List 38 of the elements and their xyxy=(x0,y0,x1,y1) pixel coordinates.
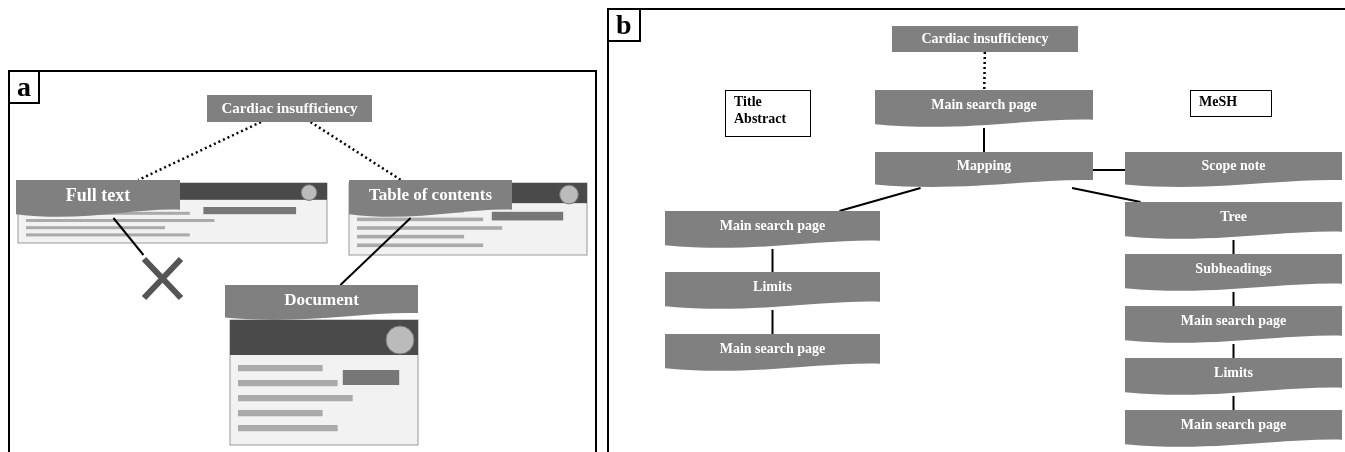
step-box: Full text xyxy=(16,180,180,218)
panel-letter: b xyxy=(607,8,641,42)
step-box: Subheadings xyxy=(1125,254,1342,292)
connector-line xyxy=(1232,343,1235,359)
cross-mark xyxy=(140,255,185,302)
connector-line xyxy=(838,187,922,212)
connector-line xyxy=(1092,169,1126,171)
step-box: Mapping xyxy=(875,152,1093,188)
panel-frame xyxy=(607,8,1345,452)
dotted-line xyxy=(309,120,402,182)
connector-line xyxy=(1232,239,1235,255)
connector-line xyxy=(339,217,412,286)
dotted-line xyxy=(137,120,262,182)
dotted-line xyxy=(983,52,987,90)
step-box: Table of contents xyxy=(349,180,512,218)
panel-frame xyxy=(8,70,597,452)
step-box: Main search page xyxy=(1125,306,1342,344)
connector-line xyxy=(1071,187,1142,203)
text-box: MeSH xyxy=(1190,90,1272,117)
connector-line xyxy=(1232,291,1235,307)
connector-line xyxy=(112,217,145,256)
step-box: Limits xyxy=(1125,358,1342,396)
step-box: Main search page xyxy=(665,334,880,372)
step-box: Cardiac insufficiency xyxy=(207,95,372,122)
connector-line xyxy=(771,248,774,273)
step-box: Main search page xyxy=(665,211,880,249)
step-box: Document xyxy=(225,285,418,321)
step-box: Scope note xyxy=(1125,152,1342,188)
text-box: Title Abstract xyxy=(725,90,811,137)
connector-line xyxy=(771,309,774,335)
step-box: Main search page xyxy=(1125,410,1342,448)
connector-line xyxy=(983,127,985,153)
step-box: Tree xyxy=(1125,202,1342,240)
step-box: Cardiac insufficiency xyxy=(892,26,1078,52)
connector-line xyxy=(1232,395,1235,411)
step-box: Main search page xyxy=(875,90,1093,128)
panel-letter: a xyxy=(8,70,40,104)
step-box: Limits xyxy=(665,272,880,310)
